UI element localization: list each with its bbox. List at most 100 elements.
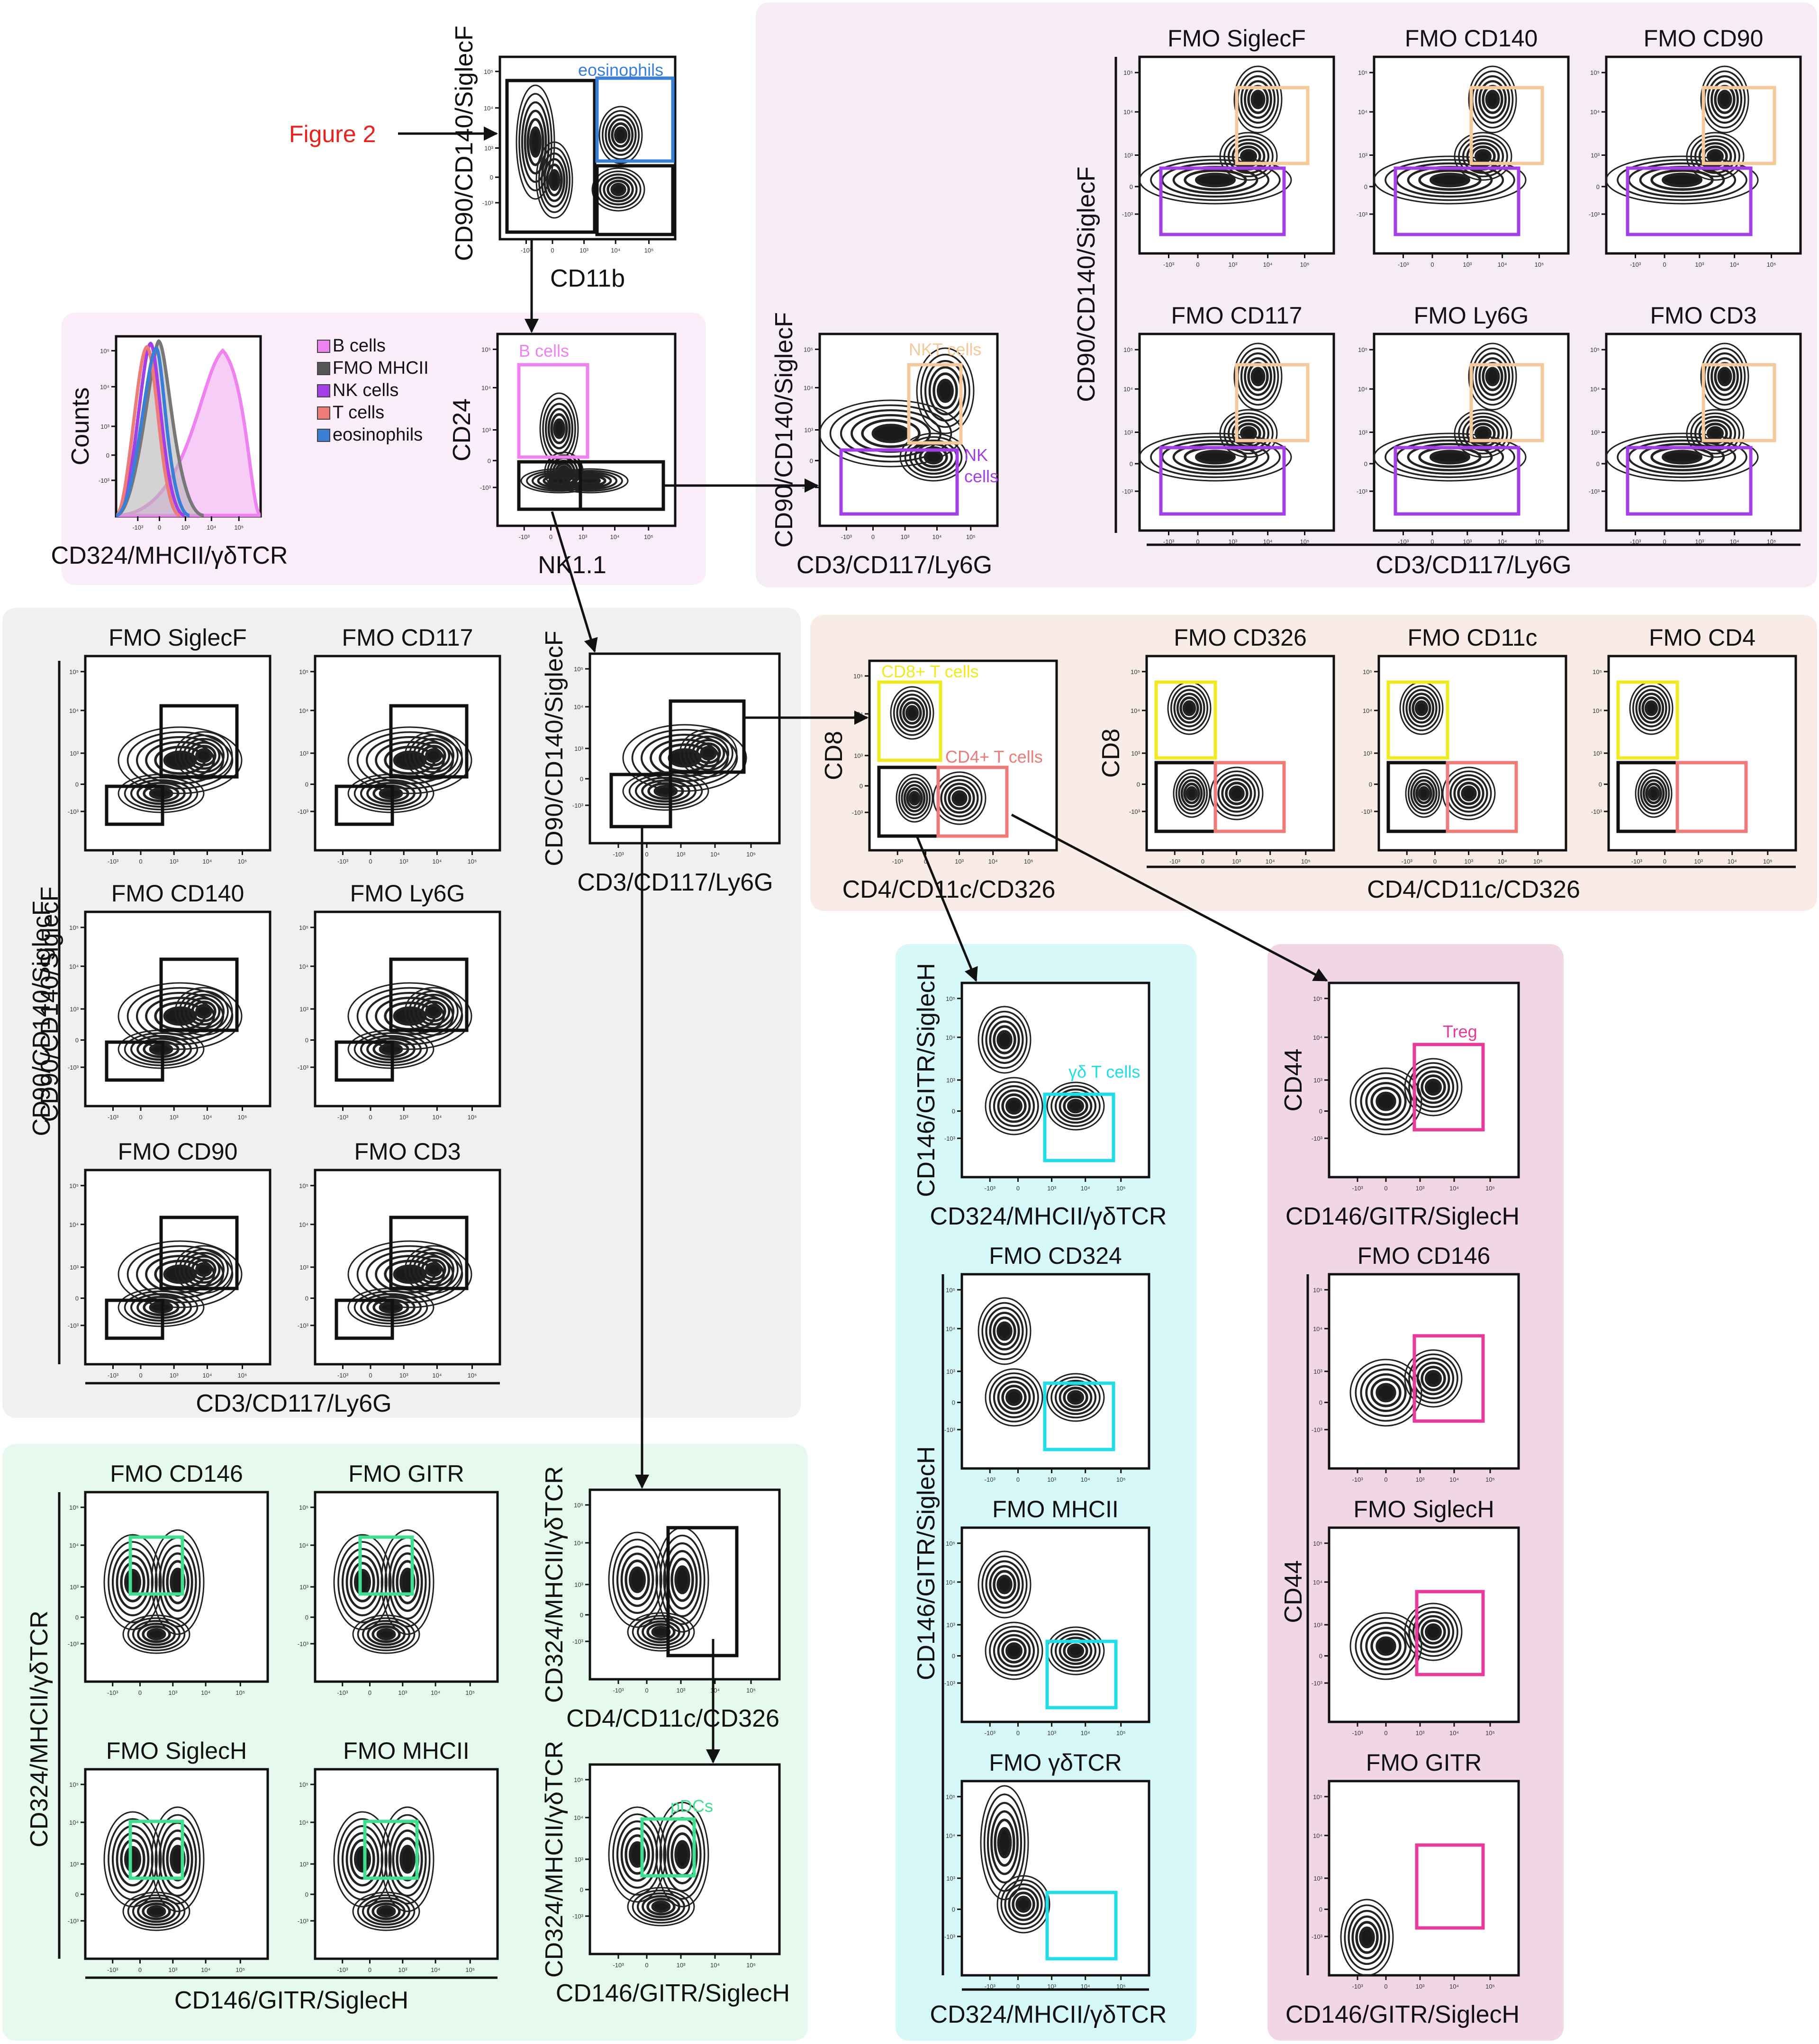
x-tick-label: 10⁵ bbox=[966, 533, 976, 540]
x-tick-label: 10³ bbox=[677, 851, 686, 858]
x-tick-label: 0 bbox=[138, 1966, 142, 1973]
x-tick-label: 0 bbox=[645, 851, 648, 858]
plot-title: FMO SiglecF bbox=[109, 624, 247, 651]
y-tick-label: 0 bbox=[305, 1037, 308, 1044]
gate bbox=[1045, 1639, 1118, 1710]
contour bbox=[898, 777, 931, 819]
contour bbox=[392, 1829, 423, 1889]
contour bbox=[989, 1312, 1020, 1351]
contour bbox=[162, 1829, 193, 1889]
x-tick-label: -10³ bbox=[613, 1962, 624, 1969]
contour bbox=[1468, 65, 1517, 134]
y-tick-label: -10³ bbox=[68, 808, 79, 815]
gate bbox=[1159, 446, 1286, 516]
contour bbox=[1478, 80, 1507, 119]
x-tick-label: -10³ bbox=[841, 533, 852, 540]
y-tick-label: 10⁵ bbox=[1123, 69, 1133, 76]
contour bbox=[1183, 783, 1200, 804]
contour bbox=[151, 1806, 205, 1912]
x-tick-label: 10⁴ bbox=[1449, 1729, 1459, 1737]
figure-labels: CD11bCD90/CD140/SiglecFCD324/MHCII/γδTCR… bbox=[26, 25, 1801, 2028]
gd-t-panel-bg bbox=[896, 944, 1196, 2041]
plot-title: FMO CD117 bbox=[342, 624, 473, 651]
contour bbox=[127, 1894, 186, 1928]
y-tick-label: 10⁴ bbox=[69, 1221, 79, 1228]
y-tick-label: 0 bbox=[106, 452, 109, 459]
contour bbox=[1001, 1638, 1027, 1664]
legend-swatch bbox=[317, 429, 330, 442]
x-tick-label: -10³ bbox=[1630, 538, 1641, 545]
y-tick-label: 10⁵ bbox=[1358, 346, 1367, 353]
contour bbox=[906, 787, 923, 809]
histogram-curve bbox=[115, 346, 190, 517]
contour bbox=[985, 1560, 1024, 1609]
contour bbox=[603, 176, 634, 203]
x-tick-label: 10³ bbox=[1416, 1729, 1425, 1737]
contour bbox=[1225, 782, 1249, 805]
contour bbox=[951, 790, 968, 806]
gate bbox=[335, 1298, 394, 1340]
contour bbox=[1054, 1379, 1097, 1415]
contour bbox=[524, 109, 547, 175]
contour bbox=[421, 1259, 446, 1280]
y-tick-label: 10⁴ bbox=[1593, 707, 1602, 714]
y-tick-label: -10³ bbox=[1591, 808, 1602, 815]
contour bbox=[923, 450, 943, 465]
gate bbox=[105, 784, 164, 826]
gate bbox=[389, 1216, 469, 1290]
x-tick-label: 10⁴ bbox=[431, 1966, 440, 1973]
contour bbox=[996, 1575, 1013, 1594]
gate bbox=[1469, 86, 1544, 165]
contour bbox=[1635, 689, 1667, 728]
y-tick-label: 0 bbox=[490, 174, 493, 181]
x-tick-label: 10³ bbox=[1232, 858, 1241, 865]
contour bbox=[1067, 1643, 1084, 1658]
gate-label: eosinophils bbox=[578, 60, 663, 80]
gate-label: γδ T cells bbox=[1068, 1062, 1140, 1081]
contour bbox=[1054, 1633, 1097, 1669]
x-tick-label: 0 bbox=[368, 1689, 371, 1696]
x-tick-label: -10³ bbox=[985, 1185, 996, 1192]
y-tick-label: 10⁴ bbox=[1358, 108, 1367, 116]
gate bbox=[1043, 1381, 1115, 1451]
x-tick-label: 10⁵ bbox=[1116, 1983, 1126, 1990]
gate bbox=[1235, 86, 1310, 165]
contour bbox=[1404, 1058, 1463, 1117]
contour bbox=[1690, 135, 1740, 178]
y-tick-label: -10³ bbox=[99, 477, 110, 484]
contour bbox=[1412, 779, 1435, 808]
contour bbox=[122, 1614, 190, 1654]
contour bbox=[425, 748, 442, 763]
x-tick-label: 10⁵ bbox=[468, 858, 477, 865]
contour bbox=[1139, 155, 1292, 205]
contour bbox=[187, 741, 221, 770]
gating-arrow bbox=[1011, 813, 1328, 982]
y-tick-label: 10⁵ bbox=[69, 1504, 79, 1511]
y-tick-label: -10³ bbox=[572, 802, 584, 809]
x-axis-label: CD324/MHCII/γδTCR bbox=[930, 2001, 1167, 2028]
x-axis-label: CD324/MHCII/γδTCR bbox=[51, 542, 288, 569]
y-tick-label: -10³ bbox=[1312, 1426, 1323, 1433]
contour bbox=[337, 1818, 388, 1900]
x-tick-label: 0 bbox=[549, 533, 552, 540]
contour bbox=[341, 1548, 384, 1617]
y-axis-label: CD90/CD140/SiglecF bbox=[770, 312, 798, 548]
contour bbox=[1360, 1368, 1412, 1417]
y-tick-label: -10³ bbox=[68, 1640, 79, 1648]
y-tick-label: 10⁴ bbox=[69, 1819, 79, 1826]
myeloid-fmo-y-label: CD90/CD140/SiglecF bbox=[28, 900, 55, 1136]
legend-label: eosinophils bbox=[333, 425, 423, 445]
contour bbox=[562, 471, 618, 490]
gate bbox=[159, 704, 239, 779]
contour bbox=[932, 372, 958, 409]
plot-title: FMO CD11c bbox=[1407, 624, 1537, 651]
contour bbox=[996, 1875, 1050, 1934]
contour bbox=[1373, 155, 1527, 205]
gate bbox=[1412, 1043, 1485, 1132]
gate bbox=[1446, 761, 1518, 833]
